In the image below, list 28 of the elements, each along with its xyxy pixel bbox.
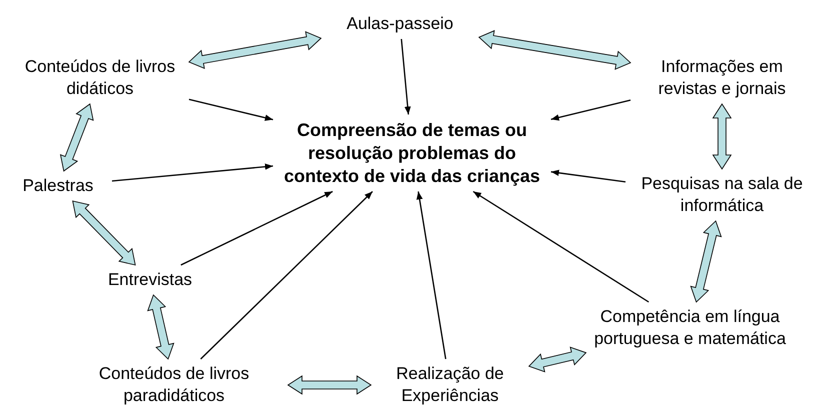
double-block-arrow [287, 375, 372, 395]
double-block-arrow [690, 220, 722, 303]
double-block-arrow [60, 103, 94, 172]
topic-text: Conteúdos de livros paradidáticos [64, 363, 284, 407]
topic-text: Conteúdos de livros didáticos [15, 56, 185, 100]
double-block-arrow [72, 200, 136, 266]
central-topic-text: Compreensão de temas ou resolução problemas do contexto de vida das crianças [277, 118, 547, 188]
arrow [188, 98, 274, 121]
topic-text: Pesquisas na sala de informática [630, 173, 814, 217]
arrow [416, 191, 446, 360]
topic-text: Competência em língua portuguesa e matemática [590, 306, 790, 350]
topic-text: Palestras [8, 175, 108, 197]
double-block-arrow [478, 30, 632, 70]
topic-text: Informações em revistas e jornais [634, 56, 810, 100]
double-block-arrow [528, 346, 587, 372]
topic-text: Realização de Experiências [375, 363, 525, 407]
double-block-arrow [188, 31, 322, 70]
arrow [112, 164, 274, 182]
arrow [550, 99, 631, 121]
topic-text: Aulas-passeio [325, 13, 475, 35]
arrow [200, 191, 373, 360]
arrow [400, 38, 411, 115]
arrow [550, 170, 626, 183]
arrow [180, 190, 333, 266]
double-block-arrow [147, 294, 174, 360]
double-block-arrow [712, 103, 732, 170]
topic-text: Entrevistas [90, 269, 210, 291]
arrow [472, 190, 650, 303]
